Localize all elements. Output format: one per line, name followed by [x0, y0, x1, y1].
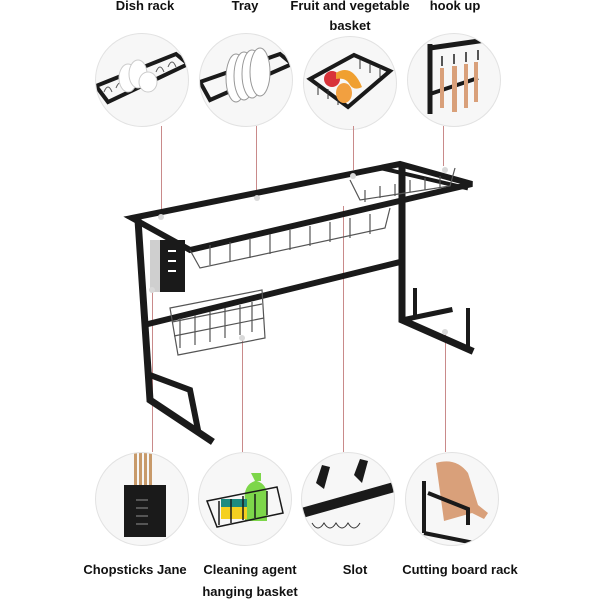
cutting-board-icon [422, 461, 488, 545]
detail-hook-up [407, 33, 501, 127]
label-fruit-basket-line2: basket [329, 18, 371, 33]
tray-icon [200, 47, 292, 103]
detail-fruit-basket [303, 36, 397, 130]
connector-cleaning-basket [242, 338, 243, 452]
chopstick-holder-icon [124, 453, 166, 537]
connector-slot [343, 206, 344, 452]
connector-cutting-board [445, 332, 446, 452]
dish-rack-icon [96, 51, 188, 105]
detail-dish-rack [95, 33, 189, 127]
label-tray: Tray [231, 0, 259, 13]
label-cutting-board: Cutting board rack [402, 562, 518, 577]
label-hook-up: hook up [429, 0, 481, 13]
connector-hook-up [443, 126, 444, 166]
connector-dish-rack [161, 126, 162, 214]
detail-chopsticks [95, 452, 189, 546]
fruit-basket-icon [306, 52, 394, 110]
cleaning-basket-icon [205, 473, 284, 528]
over-sink-rack-illustration [123, 160, 475, 445]
detail-slot [301, 452, 395, 546]
label-fruit-basket-line1: Fruit and vegetable [290, 0, 410, 13]
connector-fruit-basket [353, 126, 354, 170]
label-dish-rack: Dish rack [115, 0, 175, 13]
detail-tray [199, 33, 293, 127]
connector-tray [256, 126, 257, 196]
hook-icon [427, 35, 500, 114]
detail-cleaning-basket [198, 452, 292, 546]
label-chopsticks: Chopsticks Jane [83, 562, 187, 577]
label-cleaning-basket-line1: Cleaning agent [203, 562, 297, 577]
connector-chopsticks [152, 290, 153, 452]
dish-rack-product-image [120, 150, 480, 450]
label-cleaning-basket-line2: hanging basket [202, 584, 298, 599]
detail-cutting-board [405, 452, 499, 546]
label-slot: Slot [342, 562, 368, 577]
knife-slot-icon [302, 459, 394, 529]
